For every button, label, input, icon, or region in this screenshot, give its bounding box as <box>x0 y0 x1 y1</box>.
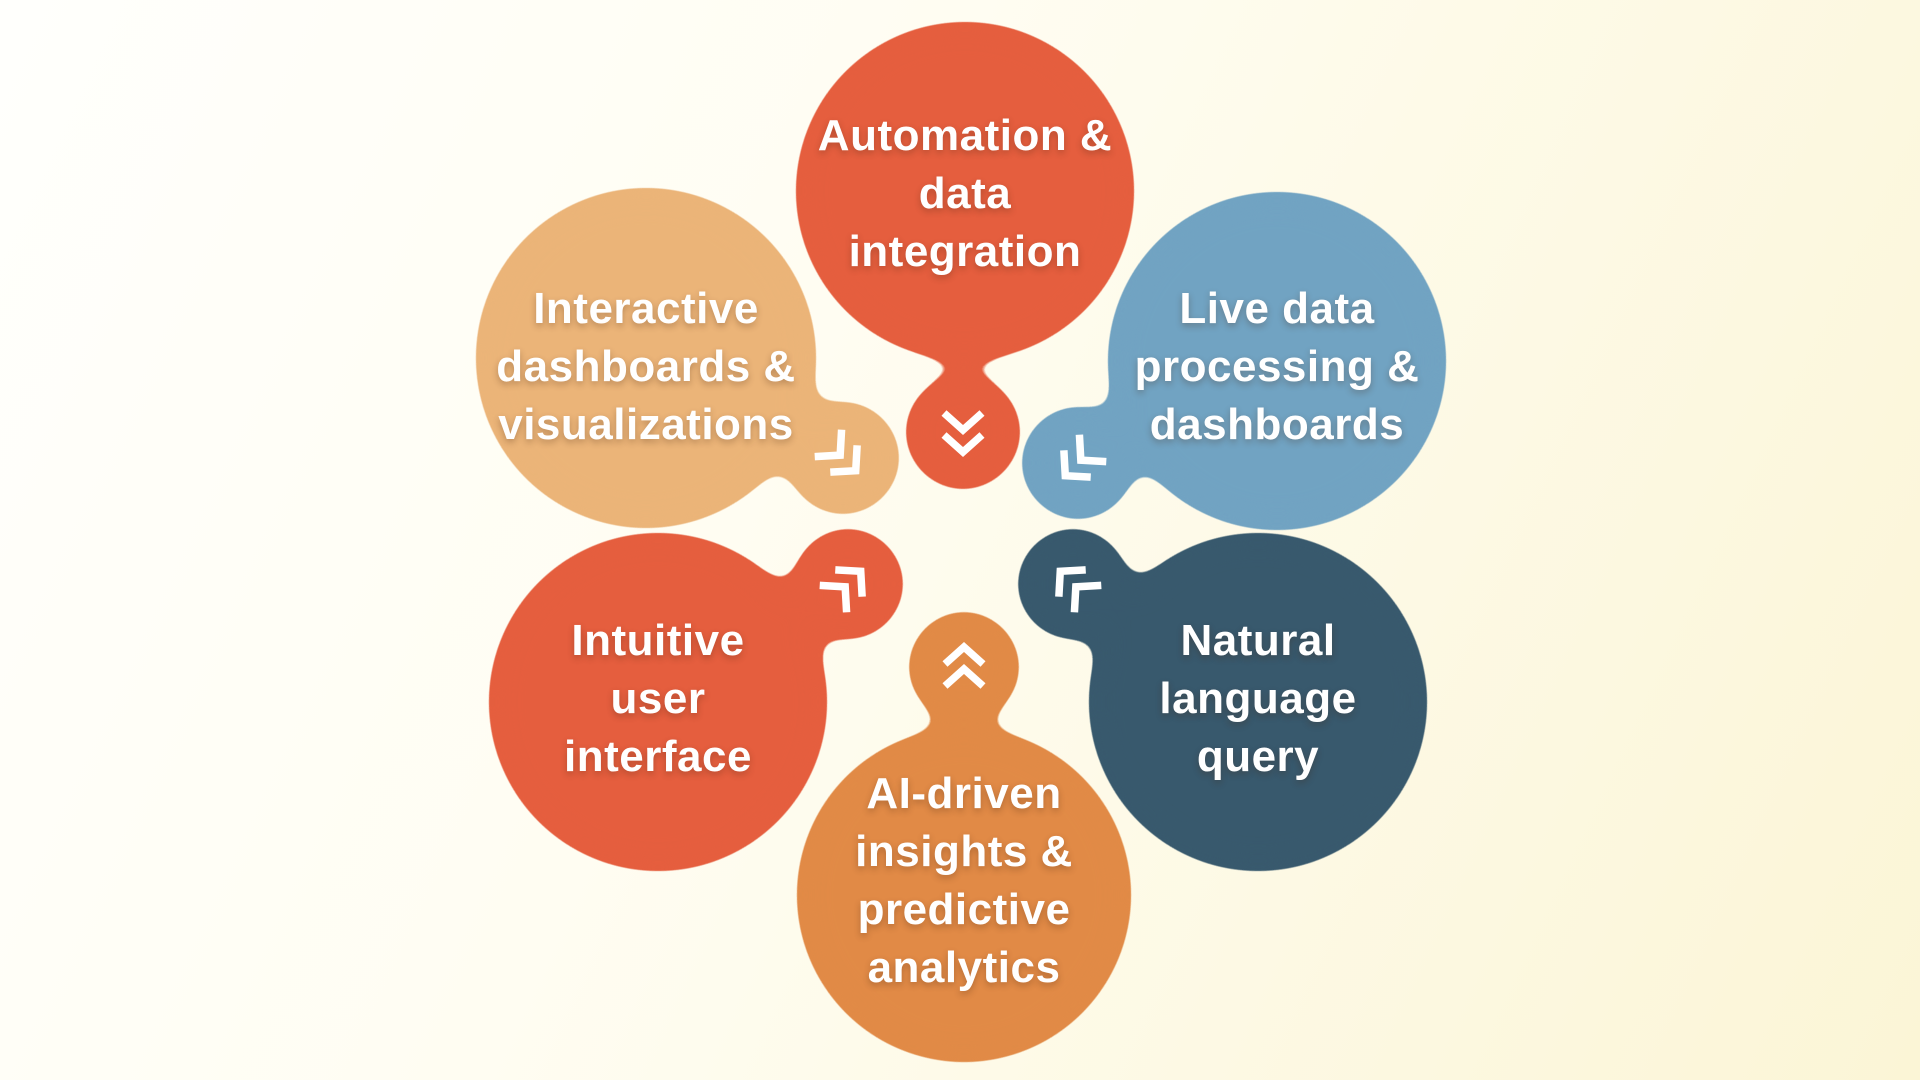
bubble-circle <box>489 533 827 871</box>
bubble-automation-data-integration <box>796 22 1134 490</box>
bubble-circle <box>1108 192 1446 530</box>
bubble-circle <box>796 22 1134 360</box>
bubble-ai-driven-insights <box>797 611 1131 1062</box>
double-chevron-up-icon <box>942 641 986 689</box>
bubble-live-data-processing <box>1021 192 1446 530</box>
double-chevron-down-icon <box>941 410 985 458</box>
bubble-circle <box>1089 533 1427 871</box>
double-chevron-up-left-icon <box>1055 566 1102 613</box>
bubble-circle <box>476 188 816 528</box>
double-chevron-down-right-icon <box>814 429 861 476</box>
bubble-intuitive-user-interface <box>489 528 904 871</box>
bubble-circle <box>797 728 1131 1062</box>
bubble-natural-language-query <box>1017 528 1427 871</box>
double-chevron-up-right-icon <box>819 566 866 613</box>
double-chevron-down-left-icon <box>1060 434 1107 481</box>
bubble-interactive-dashboards <box>476 188 900 528</box>
